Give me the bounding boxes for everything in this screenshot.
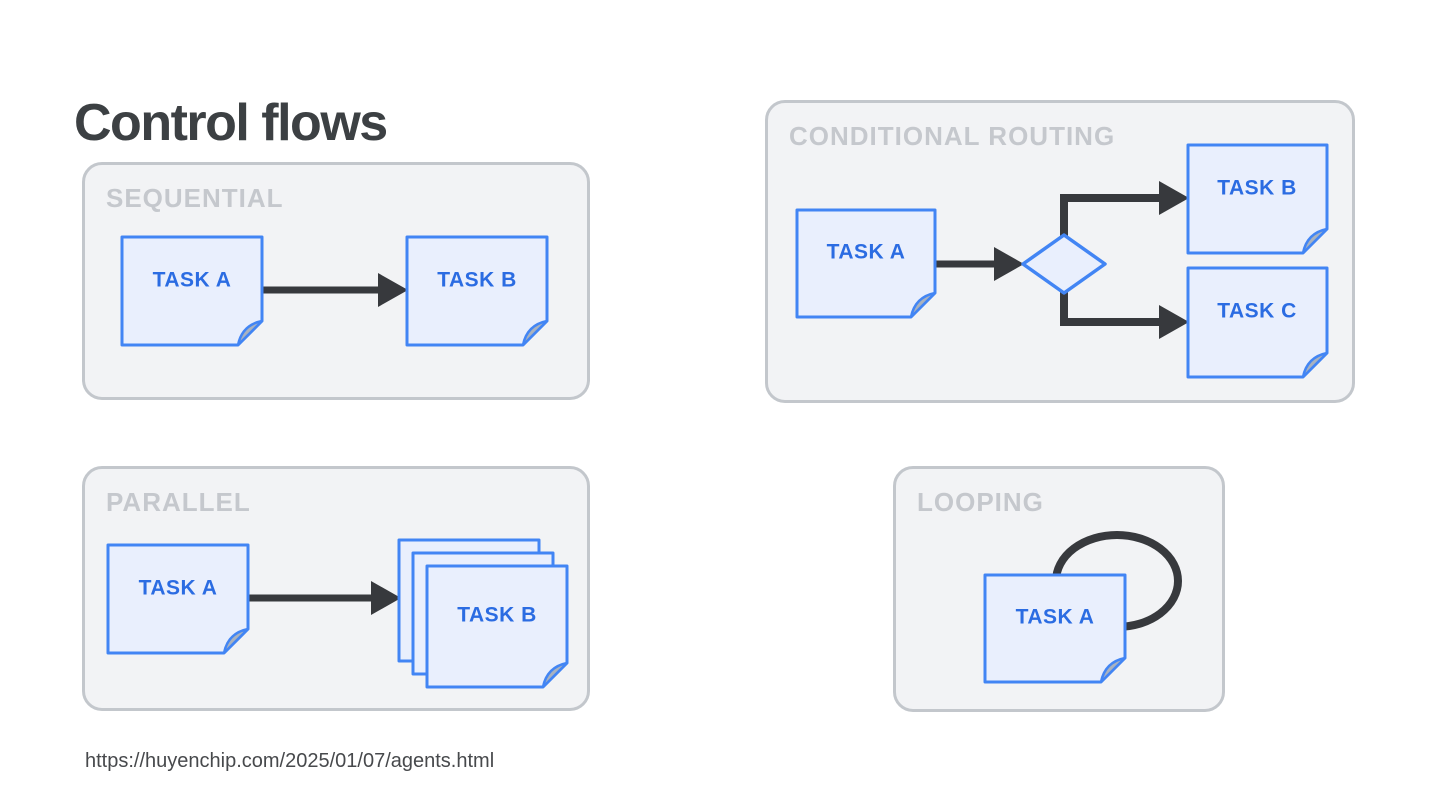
task-label: TASK A — [153, 269, 232, 292]
page-title: Control flows — [74, 93, 388, 152]
task-box — [425, 564, 569, 689]
parallel-diagram: TASK A TASK B — [106, 538, 569, 689]
task-label: TASK A — [827, 241, 906, 264]
dog-ear-fold-icon — [521, 319, 549, 347]
panel-conditional-routing: TASK A TASK B TASK C CONDITIONAL ROUTING — [765, 100, 1355, 403]
task-label: TASK C — [1217, 300, 1297, 323]
sequential-diagram: TASK A TASK B — [120, 235, 549, 347]
panel-looping: TASK A LOOPING — [893, 466, 1225, 712]
conditional-routing-diagram: TASK A TASK B TASK C — [795, 143, 1329, 379]
task-box — [983, 573, 1127, 684]
panel-heading: LOOPING — [917, 487, 1044, 517]
flow-arrowhead — [1159, 181, 1189, 215]
dog-ear-fold-icon — [1301, 351, 1329, 379]
dog-ear-fold-icon — [541, 661, 569, 689]
decision-diamond — [1021, 233, 1107, 295]
task-label: TASK B — [1217, 177, 1297, 200]
dog-ear-fold-icon — [1301, 227, 1329, 255]
task-label: TASK B — [437, 269, 517, 292]
source-url: https://huyenchip.com/2025/01/07/agents.… — [85, 750, 495, 772]
panel-heading: SEQUENTIAL — [106, 183, 284, 213]
dog-ear-fold-icon — [222, 627, 250, 655]
panel-heading: PARALLEL — [106, 487, 251, 517]
flow-arrowhead — [378, 273, 408, 307]
dog-ear-fold-icon — [909, 291, 937, 319]
elbow-connector-top — [1060, 194, 1159, 241]
flow-arrowhead — [1159, 305, 1189, 339]
panel-heading: CONDITIONAL ROUTING — [789, 121, 1116, 151]
task-label: TASK B — [457, 604, 537, 627]
task-label: TASK A — [139, 577, 218, 600]
panel-parallel: TASK A TASK B PARALLEL — [82, 466, 590, 711]
task-label: TASK A — [1016, 606, 1095, 629]
looping-diagram: TASK A — [983, 531, 1182, 684]
panel-sequential: TASK A TASK B SEQUENTIAL — [82, 162, 590, 400]
dog-ear-fold-icon — [236, 319, 264, 347]
task-box — [1186, 266, 1329, 379]
flow-arrowhead — [994, 247, 1024, 281]
task-box — [795, 208, 937, 319]
flow-arrowhead — [371, 581, 401, 615]
dog-ear-fold-icon — [1099, 656, 1127, 684]
elbow-connector-bottom — [1060, 287, 1159, 326]
